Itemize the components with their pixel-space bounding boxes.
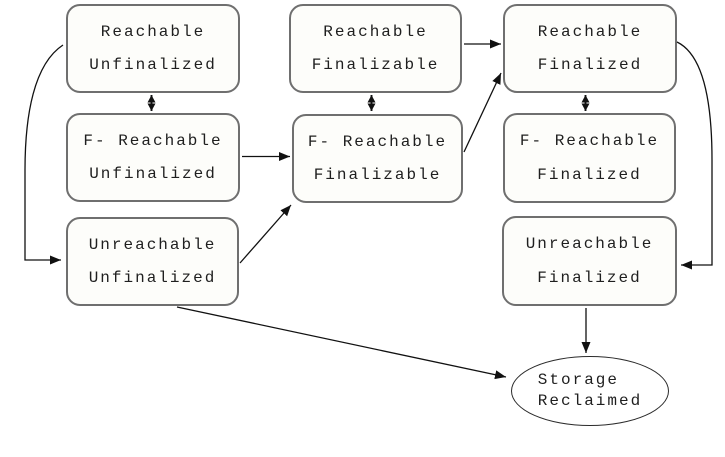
- node-label: Reachable: [100, 22, 206, 41]
- node-reachable-unfinalized: Reachable Unfinalized: [66, 4, 240, 93]
- node-label: Unreachable: [525, 235, 654, 253]
- node-label: Unfinalized: [89, 165, 217, 184]
- node-reachable-finalizable: Reachable Finalizable: [289, 4, 462, 93]
- node-label: Finalizable: [313, 166, 442, 185]
- node-label: F- Reachable: [83, 131, 223, 150]
- node-label: Unfinalized: [89, 56, 217, 75]
- edge-f-reachable-finalizable-to-reachable-finalized: [463, 72, 502, 153]
- node-label: F- Reachable: [519, 132, 660, 150]
- node-label: Finalizable: [311, 56, 440, 75]
- node-unreachable-unfinalized: Unreachable Unfinalized: [66, 217, 239, 306]
- edge-unreachable-unfinalized-to-storage-reclaimed: [176, 306, 507, 380]
- edge-reachable-unfinalized-to-unreachable-unfinalized: [24, 44, 64, 265]
- node-f-reachable-unfinalized: F- Reachable Unfinalized: [66, 113, 240, 202]
- edge-reachable-finalized-to-unreachable-finalized: [676, 41, 713, 270]
- node-f-reachable-finalized: F- Reachable Finalized: [503, 113, 676, 203]
- node-label: Finalized: [537, 56, 643, 75]
- node-storage-reclaimed: Storage Reclaimed: [511, 356, 669, 426]
- node-label: Finalized: [537, 166, 642, 184]
- node-label: Storage: [537, 371, 619, 389]
- node-f-reachable-finalizable: F- Reachable Finalizable: [292, 114, 463, 203]
- node-label: Finalized: [537, 269, 642, 287]
- node-label: F- Reachable: [307, 132, 448, 151]
- node-label: Unfinalized: [88, 269, 217, 288]
- node-label: Reclaimed: [537, 392, 643, 410]
- node-label: Reachable: [537, 22, 643, 41]
- node-label: Reachable: [323, 22, 428, 41]
- node-label: Unreachable: [88, 235, 217, 254]
- edge-unreachable-unfinalized-to-f-reachable-finalizable: [239, 204, 292, 264]
- node-unreachable-finalized: Unreachable Finalized: [502, 216, 677, 306]
- node-reachable-finalized: Reachable Finalized: [503, 4, 677, 93]
